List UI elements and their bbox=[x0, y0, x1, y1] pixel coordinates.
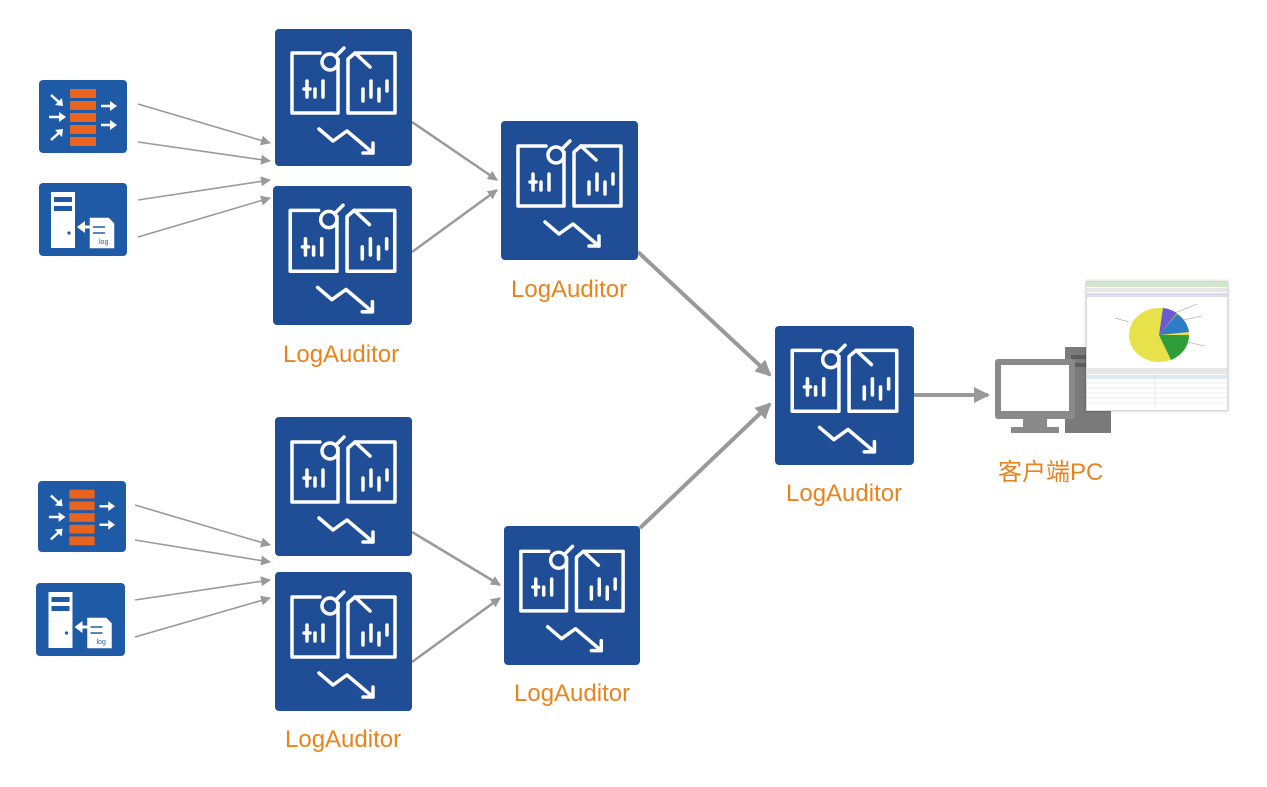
logauditor-label-1d: LogAuditor bbox=[285, 726, 402, 753]
arrow-fw1-to-l1a bbox=[137, 103, 271, 146]
log-audit-icon bbox=[288, 203, 397, 314]
log-server-icon: log bbox=[39, 183, 127, 256]
log-server-icon: log bbox=[36, 583, 125, 656]
arrow-l1c-to-l2b bbox=[411, 530, 501, 587]
logauditor-node-1b bbox=[273, 186, 412, 325]
arrow-srv1-to-l1b-2 bbox=[137, 195, 271, 238]
log-audit-icon bbox=[290, 435, 397, 544]
client-pc-label: 客户端PC bbox=[998, 459, 1104, 486]
arrow-l1b-to-l2a bbox=[411, 188, 498, 254]
log-audit-icon bbox=[790, 343, 899, 454]
arrow-l2a-to-l3 bbox=[636, 250, 772, 377]
report-thumbnail bbox=[1086, 281, 1228, 411]
logauditor-node-2a bbox=[501, 121, 638, 260]
arrow-srv2-to-l1d-2 bbox=[134, 595, 271, 638]
svg-text:log: log bbox=[97, 639, 106, 646]
logauditor-node-1c bbox=[275, 417, 412, 556]
log-audit-icon bbox=[290, 46, 397, 155]
arrow-srv2-to-l1d bbox=[134, 576, 271, 601]
arrow-fw1-to-l1a-2 bbox=[137, 141, 271, 165]
logauditor-label-2b: LogAuditor bbox=[514, 680, 631, 707]
logauditor-node-2b bbox=[504, 526, 640, 665]
arrow-l1a-to-l2a bbox=[411, 120, 498, 182]
firewall-icon bbox=[39, 80, 127, 153]
firewall-icon bbox=[38, 481, 126, 552]
svg-text:log: log bbox=[99, 239, 108, 246]
log-audit-icon bbox=[290, 590, 397, 699]
logauditor-label-1: LogAuditor bbox=[283, 341, 400, 368]
arrow-fw2-to-l1c bbox=[134, 504, 271, 548]
log-audit-icon bbox=[519, 544, 625, 653]
log-audit-icon bbox=[516, 139, 623, 248]
arrow-fw2-to-l1c-2 bbox=[134, 539, 271, 566]
arrow-srv1-to-l1b bbox=[137, 176, 271, 201]
arrow-l2b-to-l3 bbox=[638, 402, 772, 530]
logauditor-node-3 bbox=[775, 326, 914, 465]
logauditor-node-1d bbox=[275, 572, 412, 711]
logauditor-label-2a: LogAuditor bbox=[511, 276, 628, 303]
logauditor-node-1a bbox=[275, 29, 412, 166]
arrow-l1d-to-l2b bbox=[411, 596, 501, 664]
logauditor-label-3: LogAuditor bbox=[786, 480, 903, 507]
